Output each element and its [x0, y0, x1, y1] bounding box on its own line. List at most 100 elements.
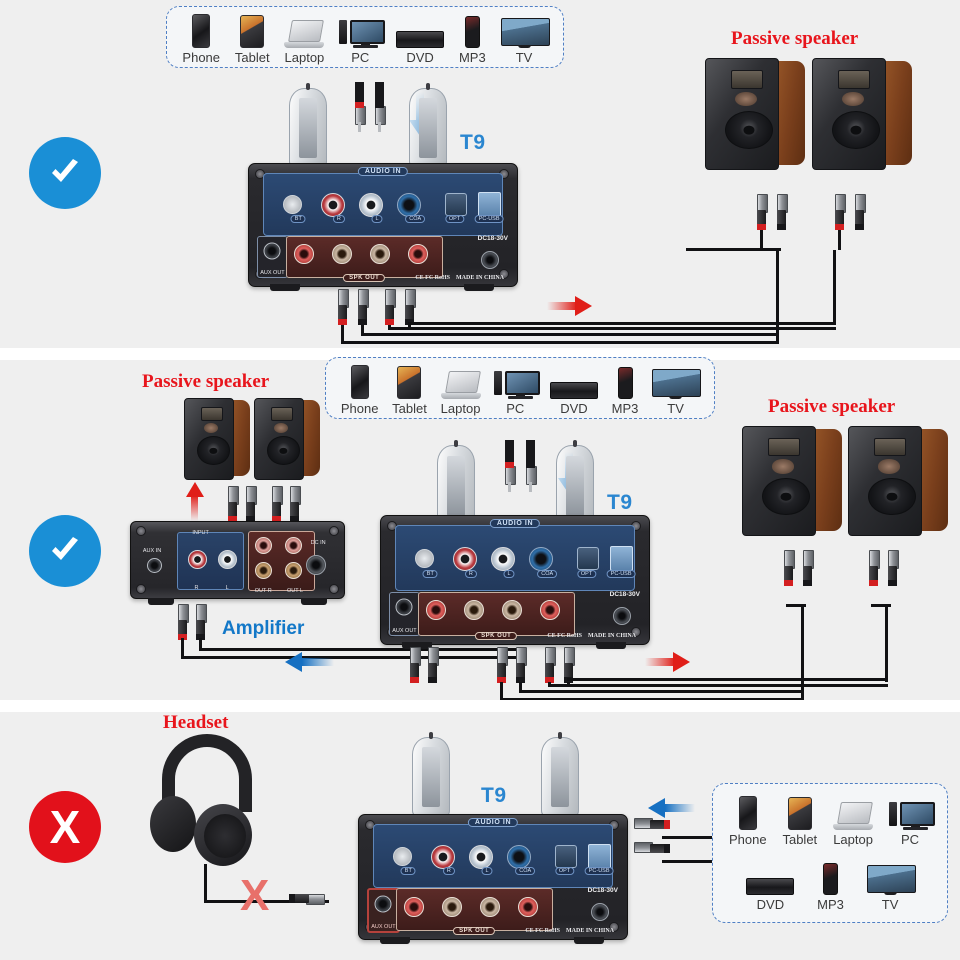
- t9-jack-pc-usb[interactable]: [588, 843, 612, 869]
- t9-aux-out-jack[interactable]: AUX OUT: [389, 591, 420, 637]
- t9-jack-l[interactable]: [491, 546, 516, 571]
- source-item-label: PC: [900, 832, 920, 847]
- t9-audio-in-section: AUDIO IN BT R L COA OPT PC-USB: [394, 519, 636, 592]
- t9-jack-l[interactable]: [469, 844, 494, 869]
- passive-speaker-left-a: [184, 398, 250, 480]
- source-item[interactable]: Tablet: [392, 366, 427, 416]
- t9-spk-out-section: SPK OUT: [285, 236, 443, 283]
- source-item[interactable]: MP3: [612, 367, 638, 416]
- speaker-cable: [341, 341, 779, 344]
- source-item[interactable]: DVD: [549, 382, 598, 416]
- source-item[interactable]: TV: [500, 18, 550, 65]
- interconnect-cable: [199, 648, 521, 651]
- t9-dc-jack[interactable]: [481, 250, 499, 269]
- spk-binding-post-r-pos[interactable]: [404, 896, 425, 917]
- tablet-icon: [787, 797, 812, 830]
- speaker-cable: [548, 684, 888, 687]
- t9-jack-bt[interactable]: [392, 846, 412, 866]
- source-item[interactable]: Tablet: [782, 797, 817, 847]
- t9-jack-opt[interactable]: [577, 546, 599, 570]
- source-item[interactable]: Phone: [182, 14, 220, 65]
- interconnect-cable: [181, 656, 521, 659]
- source-item[interactable]: PC: [339, 18, 386, 65]
- vacuum-tube-left: [437, 440, 475, 527]
- headset-label: Headset: [163, 712, 229, 733]
- t9-jack-r[interactable]: [320, 193, 345, 218]
- source-item[interactable]: Phone: [341, 365, 378, 416]
- t9-jack-label: OPT: [576, 570, 597, 579]
- source-item[interactable]: Laptop: [833, 802, 874, 847]
- spk-binding-post-l-pos[interactable]: [480, 896, 501, 917]
- phone-icon: [192, 14, 211, 48]
- source-item[interactable]: Phone: [729, 796, 767, 847]
- spk-binding-post-r-pos[interactable]: [426, 600, 447, 621]
- amplifier-out-l-pos[interactable]: [284, 536, 302, 554]
- t9-jack-l[interactable]: [359, 193, 384, 218]
- amplifier-out-r-pos[interactable]: [254, 536, 272, 554]
- source-item[interactable]: Laptop: [284, 20, 325, 65]
- source-item[interactable]: PC: [889, 800, 936, 847]
- t9-jack-bt[interactable]: [414, 548, 434, 568]
- spk-binding-post-r-neg[interactable]: [463, 600, 484, 621]
- speaker-cable: [361, 333, 779, 336]
- dc-input-label: DC18-30V: [477, 234, 508, 242]
- t9-aux-out-jack[interactable]: AUX OUT: [257, 236, 288, 279]
- passive-speaker-label-right: Passive speaker: [768, 396, 896, 417]
- source-item[interactable]: PC: [494, 369, 541, 416]
- spk-binding-post-l-pos[interactable]: [502, 600, 523, 621]
- spk-binding-post-l-neg[interactable]: [407, 244, 428, 265]
- source-item[interactable]: TV: [652, 369, 702, 416]
- spk-binding-post-l-pos[interactable]: [370, 244, 391, 265]
- tablet-icon: [240, 15, 265, 48]
- speaker-cable: [388, 327, 836, 330]
- t9-jack-opt[interactable]: [445, 193, 467, 217]
- spk-binding-post-r-neg[interactable]: [441, 896, 462, 917]
- source-item[interactable]: Tablet: [235, 15, 270, 65]
- source-item[interactable]: DVD: [746, 878, 795, 912]
- mp3-icon: [617, 367, 633, 399]
- panel-connection-direct: Phone Tablet Laptop PC DVD MP3: [0, 0, 960, 348]
- spk-binding-post-l-neg[interactable]: [517, 896, 538, 917]
- origin-label: MADE IN CHINA: [566, 928, 614, 934]
- source-item-label: Phone: [182, 50, 221, 65]
- source-item[interactable]: MP3: [459, 16, 486, 65]
- t9-jack-pc-usb[interactable]: [610, 545, 634, 571]
- t9-jack-r[interactable]: [452, 546, 477, 571]
- spk-binding-post-l-neg[interactable]: [539, 600, 560, 621]
- amplifier-out-r-neg[interactable]: [254, 561, 272, 579]
- amplifier-jack-r[interactable]: [188, 549, 208, 569]
- t9-jack-opt[interactable]: [555, 844, 577, 868]
- amplifier-aux-in-jack[interactable]: [147, 558, 163, 574]
- source-item[interactable]: MP3: [817, 863, 844, 912]
- t9-model-label: T9: [607, 491, 633, 514]
- phone-icon: [738, 796, 757, 830]
- t9-jack-coa[interactable]: [507, 844, 532, 869]
- source-item[interactable]: Laptop: [440, 371, 481, 416]
- t9-dc-jack[interactable]: [613, 607, 631, 626]
- t9-jack-label: R: [442, 867, 455, 876]
- t9-amplifier-unit: AUDIO IN BT R L COA OPT PC-USB AUX OUT S…: [380, 515, 650, 649]
- spk-binding-post-r-neg[interactable]: [331, 244, 352, 265]
- passive-speaker-right-a: [742, 426, 842, 536]
- source-item[interactable]: DVD: [396, 31, 445, 65]
- amplifier-out-l-neg[interactable]: [284, 561, 302, 579]
- t9-jack-coa[interactable]: [529, 546, 554, 571]
- t9-jack-pc-usb[interactable]: [478, 192, 502, 218]
- spk-out-label: SPK OUT: [453, 927, 496, 936]
- t9-jack-coa[interactable]: [397, 193, 422, 218]
- vacuum-tube-left: [412, 732, 450, 817]
- t9-amplifier-unit: AUDIO IN BT R L COA OPT PC-USB AUX OUT S…: [248, 163, 518, 291]
- t9-jack-bt[interactable]: [282, 195, 302, 215]
- t9-aux-out-jack[interactable]: AUX OUT: [367, 888, 400, 934]
- source-item[interactable]: TV: [866, 865, 916, 912]
- t9-dc-jack[interactable]: [591, 903, 609, 922]
- source-item-label: PC: [506, 401, 525, 416]
- passive-speaker-left: [705, 58, 805, 170]
- spk-binding-post-r-pos[interactable]: [294, 244, 315, 265]
- t9-jack-r[interactable]: [430, 844, 455, 869]
- t9-spk-out-section: SPK OUT: [395, 888, 553, 936]
- amplifier-jack-l[interactable]: [218, 549, 238, 569]
- panel-divider: [0, 700, 960, 712]
- phone-icon: [350, 365, 369, 399]
- amplifier-dc-in-jack[interactable]: [305, 555, 326, 576]
